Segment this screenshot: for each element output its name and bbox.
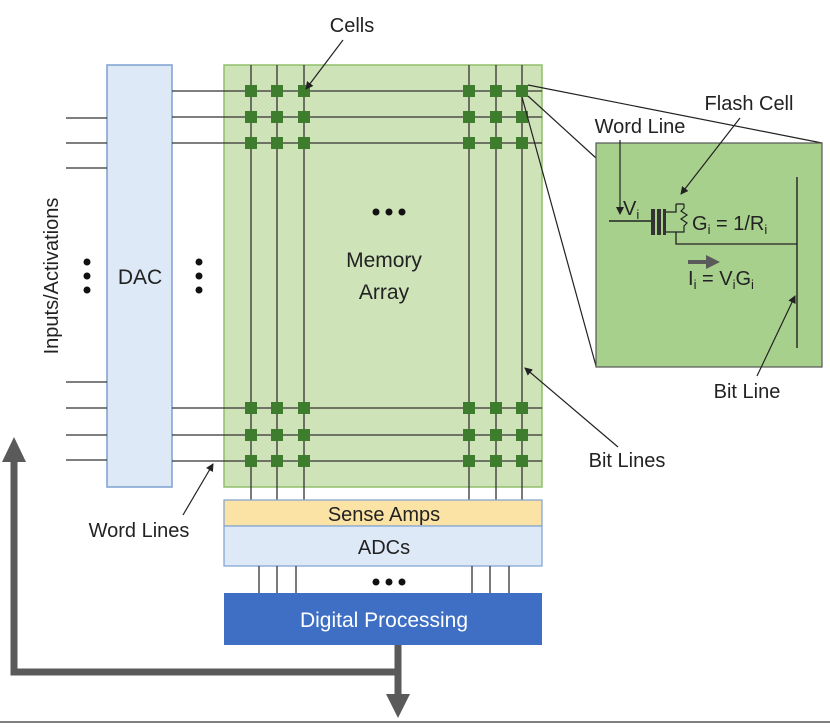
bit-line-pointer: [756, 295, 796, 377]
inset-vi-label: Vi: [623, 198, 639, 222]
cells-label: Cells: [330, 15, 374, 37]
adc-ellipsis: [372, 578, 406, 586]
adc-output-lines: [258, 566, 510, 593]
memory-array-label-1: Memory: [346, 249, 422, 272]
cells-pointer: [305, 39, 344, 90]
resistor-icon: [676, 204, 689, 233]
word-lines-pointer: [182, 463, 214, 516]
inset-gi-label: Gi = 1/Ri: [692, 213, 767, 237]
flash-cell-label: Flash Cell: [705, 93, 794, 115]
digital-processing-block: [224, 593, 542, 645]
input-lines: [66, 117, 107, 461]
cells: [245, 85, 528, 467]
word-line-label: Word Line: [595, 116, 686, 138]
sense-amps-label: Sense Amps: [328, 504, 440, 526]
transistor-icon: [651, 203, 797, 245]
vertical-ellipsis-right: [195, 258, 203, 294]
adcs-block: [223, 525, 543, 567]
digital-processing-label: Digital Processing: [300, 609, 468, 632]
adcs-label: ADCs: [358, 537, 410, 559]
bit-line-label: Bit Line: [714, 381, 781, 403]
zoom-lines: [521, 84, 823, 367]
memory-array-label-2: Array: [359, 281, 410, 304]
memory-array-block: [223, 64, 543, 488]
word-lines-label: Word Lines: [89, 520, 190, 542]
flash-cell-inset: [595, 142, 823, 368]
inset-ii-label: Ii = ViGi: [688, 268, 754, 292]
current-arrow-icon: [688, 255, 720, 269]
bit-lines-label: Bit Lines: [589, 450, 666, 472]
array-ellipsis: [372, 208, 406, 216]
dac-label: DAC: [118, 266, 162, 289]
flash-cell-pointer: [680, 117, 741, 195]
inputs-activations-label: Inputs/Activations: [41, 198, 63, 355]
feedback-arrow: [2, 437, 410, 718]
dac-block: [106, 64, 173, 488]
word-lines-grid: [172, 90, 542, 462]
vertical-ellipsis-left: [83, 258, 91, 294]
bit-lines-pointer: [524, 367, 619, 448]
